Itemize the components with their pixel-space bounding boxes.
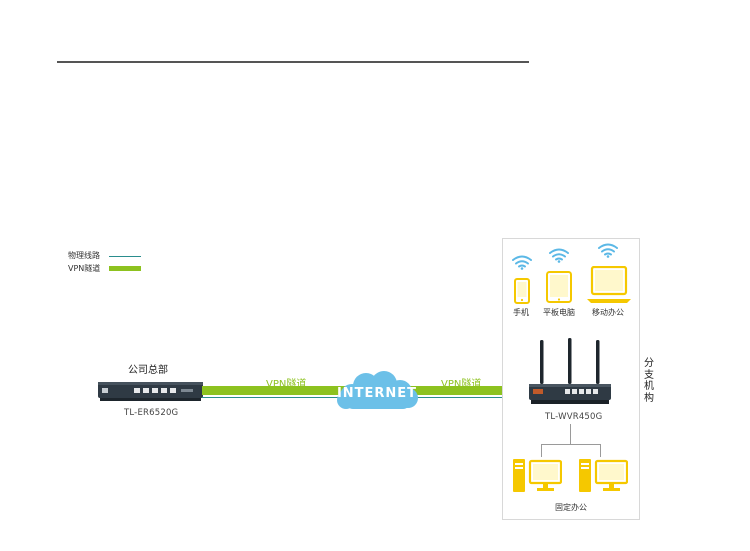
- branch-title: 分支机构: [644, 358, 654, 404]
- wifi-icon: [598, 243, 618, 258]
- internet-label: INTERNET: [337, 386, 417, 401]
- tablet-icon: [546, 271, 572, 303]
- branch-split-line: [541, 444, 600, 445]
- left-vpn-label: VPN隧道: [266, 379, 307, 390]
- legend-physical-line: [109, 256, 141, 257]
- laptop-icon: [587, 266, 631, 303]
- wifi-icon: [549, 248, 569, 263]
- branch-drop-line-right: [600, 444, 601, 457]
- legend: 物理线路 VPN隧道: [68, 250, 148, 274]
- legend-vpn-line: [109, 266, 141, 271]
- header-divider: [57, 61, 529, 63]
- device-label-tablet: 平板电脑: [543, 308, 575, 317]
- branch-uplink-line: [570, 424, 571, 444]
- legend-physical-label: 物理线路: [68, 251, 100, 260]
- desktop-computer-icon: [513, 459, 562, 492]
- device-label-laptop: 移动办公: [592, 308, 624, 317]
- internet-cloud-icon: INTERNET: [337, 371, 418, 409]
- phone-icon: [514, 278, 530, 304]
- right-vpn-tunnel: [404, 386, 532, 395]
- fixed-office-label: 固定办公: [555, 503, 587, 512]
- branch-model-label: TL-WVR450G: [545, 412, 603, 422]
- branch-router-icon: [529, 338, 611, 404]
- right-vpn-label: VPN隧道: [441, 379, 482, 390]
- device-label-phone: 手机: [513, 308, 529, 317]
- hq-router-icon: [98, 382, 203, 401]
- wifi-icon: [512, 255, 532, 270]
- headquarters-title: 公司总部: [128, 365, 168, 376]
- left-vpn-tunnel: [202, 386, 352, 395]
- right-physical-line: [404, 397, 532, 398]
- desktop-computer-icon: [579, 459, 628, 492]
- branch-drop-line-left: [541, 444, 542, 457]
- hq-model-label: TL-ER6520G: [124, 408, 179, 418]
- legend-vpn-label: VPN隧道: [68, 264, 101, 273]
- left-physical-line: [202, 397, 352, 398]
